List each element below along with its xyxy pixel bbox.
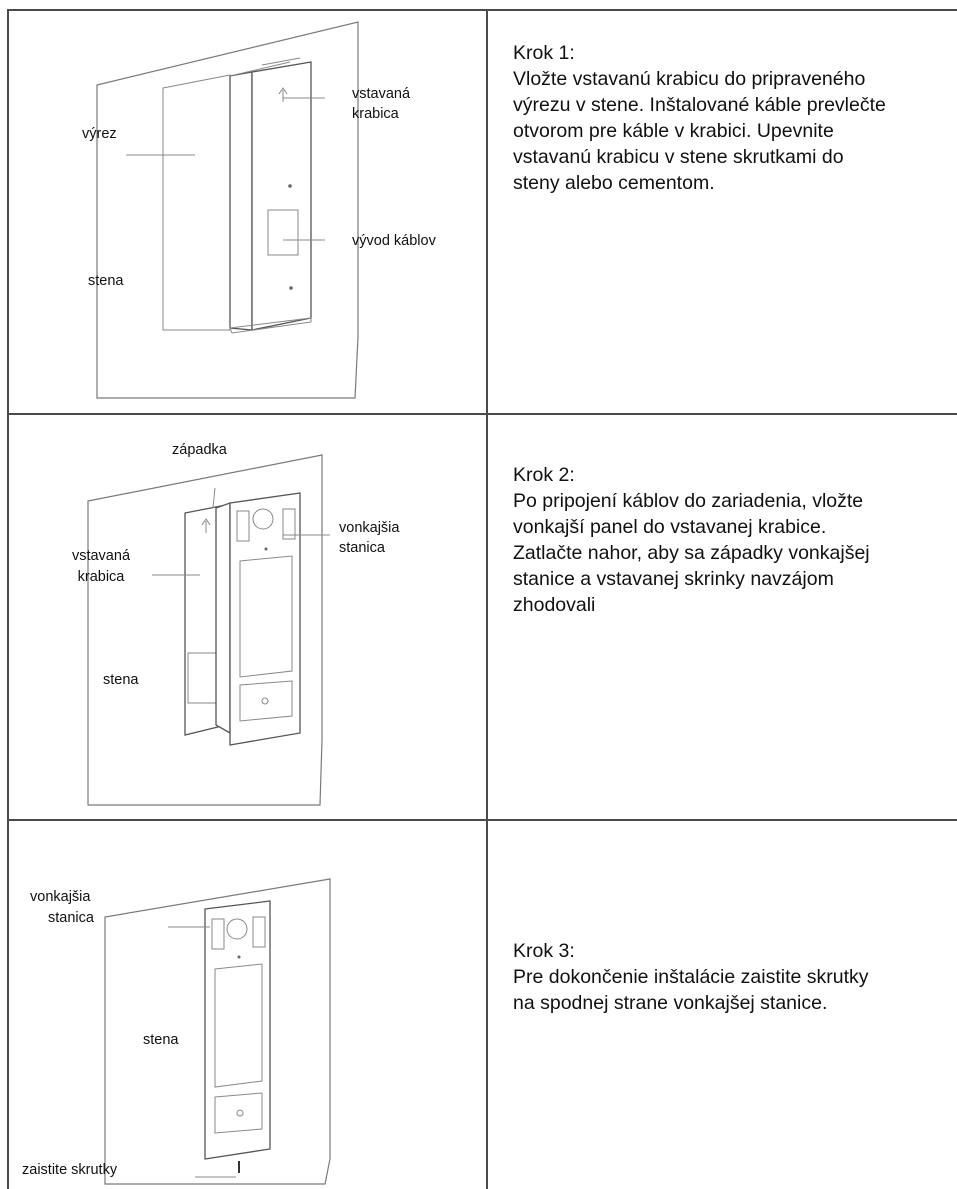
step-2-label-outdoor-station: stanica (339, 540, 385, 556)
step-1-label-embedded-box: vstavaná (352, 86, 411, 102)
table-row-divider (7, 413, 957, 415)
step-1-label-wall: stena (88, 273, 124, 289)
step-2-label-wall: stena (103, 672, 139, 688)
step-3-heading: Krok 3: (513, 940, 575, 962)
table-row-divider (7, 819, 957, 821)
step-3-text: Pre dokončenie inštalácie zaistite skrut… (513, 966, 869, 1014)
step-1-text: Vložte vstavanú krabicu do pripraveného … (513, 68, 886, 194)
step-3-illustration (104, 878, 331, 1185)
step-1-label-embedded-box: krabica (352, 106, 399, 122)
step-3-label-wall: stena (143, 1032, 179, 1048)
step-2-label-outdoor-station: vonkajšia (339, 520, 400, 536)
step-2-heading: Krok 2: (513, 464, 575, 486)
step-2-text: Po pripojení káblov do zariadenia, vložt… (513, 490, 870, 616)
step-2-label-embedded-box: krabica (77, 569, 125, 585)
step-1-label-cutout: výrez (82, 126, 117, 142)
table-border-top (7, 9, 957, 11)
table-column-divider (486, 9, 488, 1189)
table-border-left (7, 9, 9, 1189)
step-2-illustration (87, 454, 330, 806)
step-1-heading: Krok 1: (513, 42, 575, 64)
step-3-label-screws: zaistite skrutky (22, 1162, 118, 1178)
step-3-label-outdoor-station: stanica (48, 910, 94, 926)
step-2-label-latch: západka (172, 442, 227, 458)
step-1-illustration (96, 21, 359, 399)
step-2-label-embedded-box: vstavaná (71, 548, 131, 564)
step-1-label-cable-outlet: vývod káblov (352, 233, 436, 249)
step-3-label-outdoor-station: vonkajšia (30, 889, 91, 905)
